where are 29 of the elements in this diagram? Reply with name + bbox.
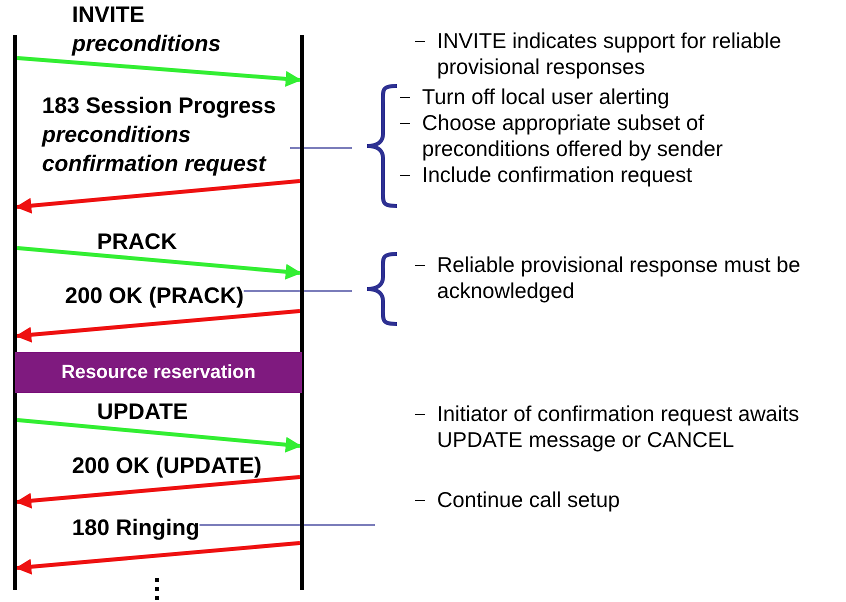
message-label: 180 Ringing [72, 514, 200, 542]
message-label: PRACK [97, 228, 178, 256]
message-arrow [15, 309, 300, 343]
leader-line [290, 147, 352, 149]
message-label: 200 OK (PRACK) [65, 282, 244, 310]
message-label: INVITE [72, 1, 146, 29]
message-arrow [15, 541, 300, 575]
message-label: preconditions confirmation request [42, 121, 268, 178]
message-label: UPDATE [97, 398, 188, 426]
message-arrow [16, 246, 302, 280]
bullet-text: Choose appropriate subset of preconditions offered by sender [422, 110, 724, 162]
message-arrow [15, 179, 300, 214]
message-label: 200 OK (UPDATE) [72, 452, 262, 480]
leader-line [200, 524, 375, 526]
bullet-text: Include confirmation request [422, 162, 692, 188]
message-label: 183 Session Progress [42, 92, 277, 120]
message-arrow [16, 56, 302, 87]
phase-bar: Resource reservation [15, 352, 302, 393]
lifeline [13, 35, 17, 590]
bullet-text: Turn off local user alerting [422, 84, 670, 110]
message-arrow [15, 475, 300, 509]
message-label: preconditions [72, 30, 221, 58]
bullet-text: INVITE indicates support for reliable provisional responses [437, 28, 782, 80]
leader-line [244, 290, 352, 292]
lifeline [300, 35, 304, 590]
bullet-text: Continue call setup [437, 487, 620, 513]
message-arrow [16, 418, 302, 453]
bullet-text: Initiator of confirmation request awaits UPDATE message or CANCEL [437, 401, 800, 453]
bullet-text: Reliable provisional response must be acknowledged [437, 252, 802, 304]
